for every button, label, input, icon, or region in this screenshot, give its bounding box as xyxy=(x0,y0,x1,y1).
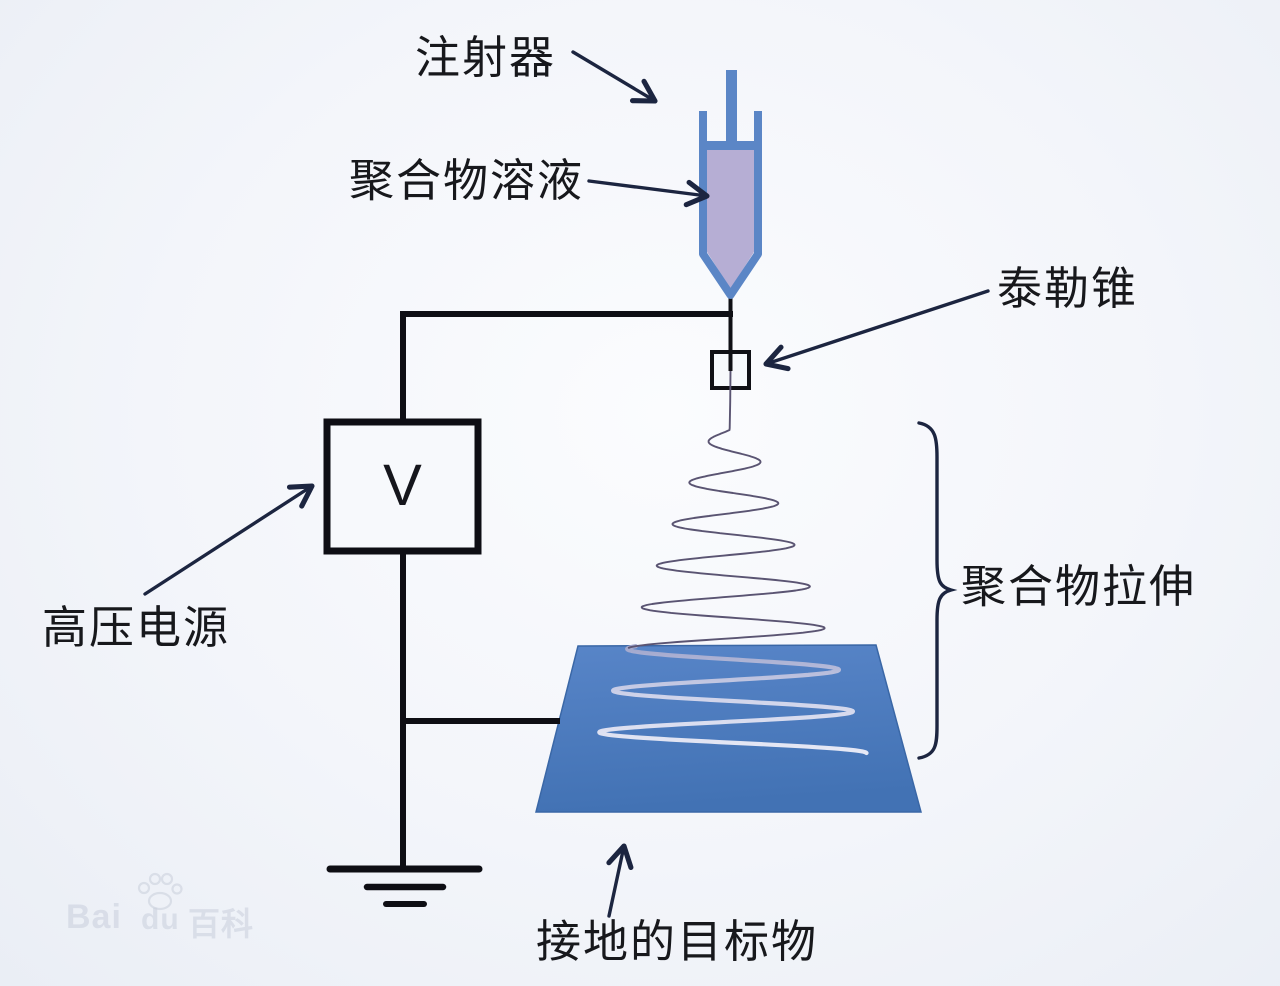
grounded-target-label: 接地的目标物 xyxy=(536,916,819,967)
stretching-brace xyxy=(917,421,958,760)
arrow-to-voltage-box xyxy=(143,483,315,596)
polymer-jet-on-plate xyxy=(597,644,869,756)
polymer-stretching-label: 聚合物拉伸 xyxy=(961,561,1197,612)
watermark-text-part1: Bai xyxy=(66,898,122,936)
taylor-cone-label: 泰勒锥 xyxy=(997,263,1139,314)
arrow-to-target xyxy=(606,843,634,918)
voltage-source-box xyxy=(323,418,482,555)
watermark-text-part3: 百科 xyxy=(188,906,255,942)
high-voltage-label: 高压电源 xyxy=(42,602,231,653)
collector-plate xyxy=(535,644,922,813)
watermark-paw-icon xyxy=(137,872,183,911)
annotation-arrows xyxy=(143,50,990,918)
ground-symbol xyxy=(326,865,483,907)
syringe-plunger-rod xyxy=(726,70,737,146)
polymer-solution-label: 聚合物溶液 xyxy=(349,155,585,206)
watermark-text-part2: du xyxy=(141,903,180,936)
syringe-label: 注射器 xyxy=(415,32,557,83)
wire-needle-to-supply xyxy=(400,311,733,424)
polymer-solution-fluid xyxy=(707,150,754,289)
polymer-jet xyxy=(627,370,826,649)
voltage-symbol: V xyxy=(383,452,422,518)
arrow-to-solution xyxy=(587,179,710,208)
syringe xyxy=(699,70,762,299)
syringe-plunger-disc xyxy=(706,141,757,150)
arrow-to-taylor-cone xyxy=(763,289,990,372)
arrow-to-syringe xyxy=(571,50,658,104)
